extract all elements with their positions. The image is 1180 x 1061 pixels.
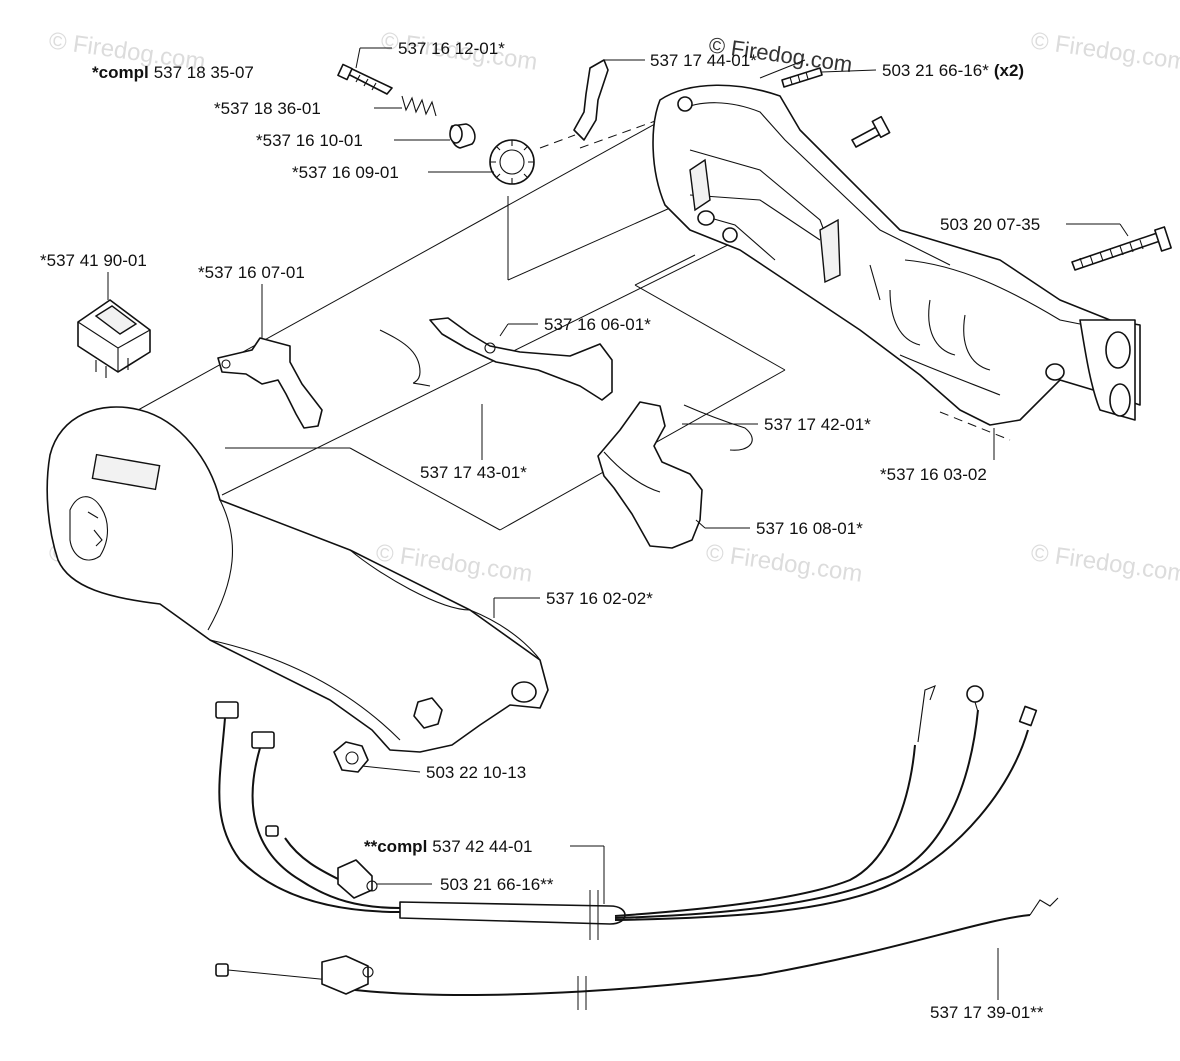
trigger-537-16-08-01 (597, 401, 753, 549)
compl-wire-label: **compl 537 42 44-01 (364, 837, 533, 856)
compl-top-number: 537 18 35-07 (154, 63, 254, 82)
handle-housing-right (652, 84, 1141, 426)
label-537-16-03-02: *537 16 03-02 (880, 465, 987, 484)
label-537-17-44-01: 537 17 44-01* (650, 51, 757, 70)
pin-537-16-12-01 (337, 63, 393, 95)
compl-top-prefix: *compl (92, 63, 149, 82)
compl-wire-prefix: **compl (364, 837, 427, 856)
label-537-16-06-01: 537 16 06-01* (544, 315, 651, 334)
label-503-21-66-16-x2: 503 21 66-16* (x2) (882, 61, 1024, 80)
screw-503-21-66-16-b (851, 115, 891, 148)
label-537-16-10-01: *537 16 10-01 (256, 131, 363, 150)
label-537-16-09-01: *537 16 09-01 (292, 163, 399, 182)
screw-503-20-07-35 (1071, 226, 1172, 271)
label-537-41-90-01: *537 41 90-01 (40, 251, 147, 270)
switch-537-41-90-01 (77, 299, 151, 378)
label-537-18-36-01: *537 18 36-01 (214, 99, 321, 118)
compl-top-label: *compl 537 18 35-07 (92, 63, 254, 82)
compl-wire-number: 537 42 44-01 (432, 837, 532, 856)
sleeve-537-16-10-01 (449, 123, 476, 149)
nut-503-22-10-13 (333, 741, 369, 773)
label-537-16-02-02: 537 16 02-02* (546, 589, 653, 608)
label-537-16-08-01: 537 16 08-01* (756, 519, 863, 538)
rod-537-16-06-01 (379, 317, 613, 401)
label-quantity-x2: (x2) (994, 61, 1024, 80)
clip-537-17-44-01 (573, 59, 609, 141)
label-537-17-39-01: 537 17 39-01** (930, 1003, 1044, 1022)
watermark: © Firedog.com (704, 539, 864, 588)
label-537-17-43-01: 537 17 43-01* (420, 463, 527, 482)
label-537-17-42-01: 537 17 42-01* (764, 415, 871, 434)
leader-lines (107, 47, 1129, 1000)
main-handle-537-16-02-02 (46, 406, 549, 753)
label-503-22-10-13: 503 22 10-13 (426, 763, 526, 782)
label-503-21-66-16-ss: 503 21 66-16** (440, 875, 554, 894)
stop-wire-537-17-39-01 (215, 897, 1059, 1010)
watermark: © Firedog.com (1029, 27, 1180, 76)
label-537-16-07-01: *537 16 07-01 (198, 263, 305, 282)
wheel-537-16-09-01 (489, 139, 535, 185)
label-537-16-12-01: 537 16 12-01* (398, 39, 505, 58)
part-labels: *compl 537 18 35-07 537 16 12-01* *537 18… (40, 39, 1044, 1022)
label-503-21-66-16-number: 503 21 66-16* (882, 61, 989, 80)
screw-503-21-66-16-a (781, 67, 823, 88)
wiring-harness-537-42-44-01 (215, 685, 1038, 940)
label-503-20-07-35: 503 20 07-35 (940, 215, 1040, 234)
watermark: © Firedog.com (1029, 539, 1180, 588)
spring-537-18-36-01 (401, 95, 437, 117)
lever-537-16-07-01 (217, 337, 323, 429)
